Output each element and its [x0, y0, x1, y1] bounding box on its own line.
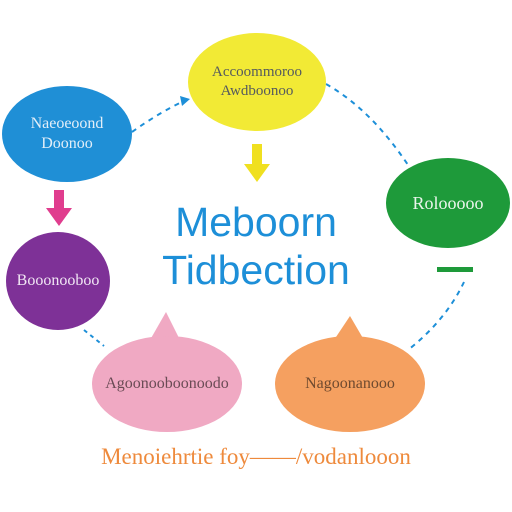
node-green-label: Rolooooo	[412, 192, 484, 213]
node-blue-line-2: Doonoo	[41, 135, 93, 152]
arrow-down-yellow	[244, 144, 270, 182]
node-yellow: Accoommoroo Awdboonoo	[188, 33, 326, 131]
center-title: Meboorn Tidbection	[0, 198, 512, 294]
node-pink-label: Agoonooboonoodo	[105, 375, 229, 392]
node-green: Rolooooo	[386, 158, 510, 248]
center-title-line-1: Meboorn	[175, 199, 337, 245]
node-orange: Nagoonanooo	[275, 336, 425, 432]
green-bar	[437, 267, 473, 272]
node-yellow-line-2: Awdboonoo	[220, 83, 294, 99]
connector-yellow-green	[325, 83, 411, 169]
node-orange-label: Nagoonanooo	[305, 375, 395, 392]
footer-caption: Menoiehrtie foy——/vodanlooon	[101, 444, 411, 469]
bubble-tail-pink	[150, 312, 180, 340]
node-blue: Naeoeoond Doonoo	[2, 86, 132, 182]
center-title-line-2: Tidbection	[162, 247, 350, 293]
arrow-down-pink	[46, 190, 72, 226]
bubble-tail-orange	[334, 316, 364, 340]
connector-green-orange	[407, 281, 465, 351]
connector-blue-yellow	[131, 99, 187, 133]
node-purple: Booonooboo	[6, 232, 110, 330]
node-pink: Agoonooboonoodo	[92, 336, 242, 432]
connector-arrowhead	[180, 96, 190, 106]
connector-purple-pink	[83, 329, 105, 347]
node-blue-line-1: Naeoeoond	[30, 115, 104, 132]
node-purple-label: Booonooboo	[16, 272, 100, 289]
node-yellow-line-1: Accoommoroo	[212, 64, 302, 81]
